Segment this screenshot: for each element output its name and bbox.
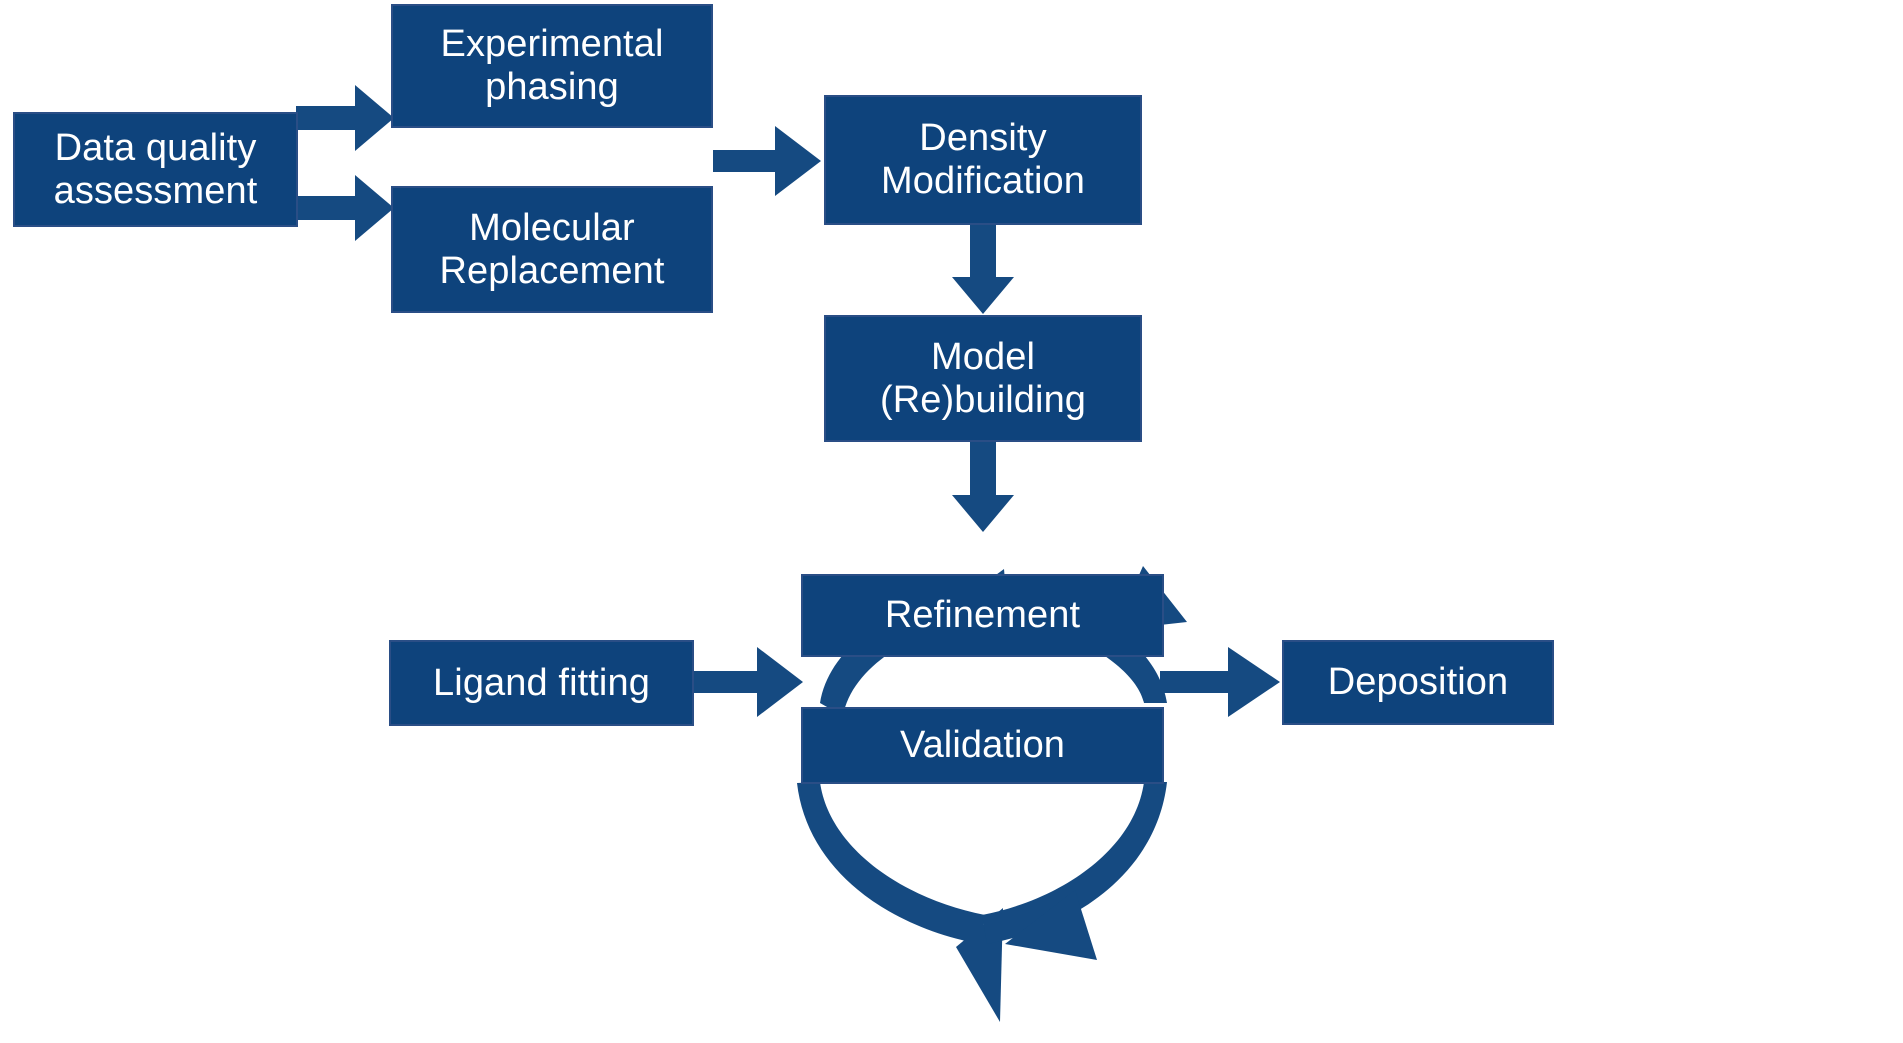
arrow-phasing-to-density-modification xyxy=(713,126,821,196)
node-label-ligand-fitting: Ligand fitting xyxy=(433,661,650,704)
node-label-molecular-replacement: Molecular Replacement xyxy=(439,206,665,292)
node-label-experimental-phasing: Experimental phasing xyxy=(440,23,664,108)
node-label-refinement: Refinement xyxy=(884,594,1081,637)
node-data-quality-assessment[interactable]: Data quality assessment xyxy=(13,112,298,227)
node-experimental-phasing[interactable]: Experimental phasing xyxy=(391,4,713,128)
cycle-arc-bottom-right xyxy=(982,782,1167,960)
arrow-density-modification-to-model xyxy=(952,225,1014,314)
node-refinement[interactable]: Refinement xyxy=(801,574,1164,657)
arrow-loop-to-deposition xyxy=(1160,647,1280,717)
node-model-rebuilding[interactable]: Model (Re)building xyxy=(824,315,1142,442)
node-deposition[interactable]: Deposition xyxy=(1282,640,1554,725)
node-label-model-rebuilding: Model (Re)building xyxy=(879,335,1087,421)
node-label-density-modification: Density Modification xyxy=(881,117,1085,202)
arrow-model-to-refinement xyxy=(952,442,1014,532)
node-molecular-replacement[interactable]: Molecular Replacement xyxy=(391,186,713,313)
node-validation[interactable]: Validation xyxy=(801,707,1164,784)
node-label-validation: Validation xyxy=(899,724,1066,767)
node-density-modification[interactable]: Density Modification xyxy=(824,95,1142,225)
node-label-data-quality-assessment: Data quality assessment xyxy=(53,126,258,212)
arrow-ligand-fitting-to-loop xyxy=(694,647,803,717)
node-ligand-fitting[interactable]: Ligand fitting xyxy=(389,640,694,726)
arrow-dq-to-molecular-replacement xyxy=(296,175,394,241)
node-label-deposition: Deposition xyxy=(1327,661,1509,704)
arrow-dq-to-experimental-phasing xyxy=(296,85,394,151)
